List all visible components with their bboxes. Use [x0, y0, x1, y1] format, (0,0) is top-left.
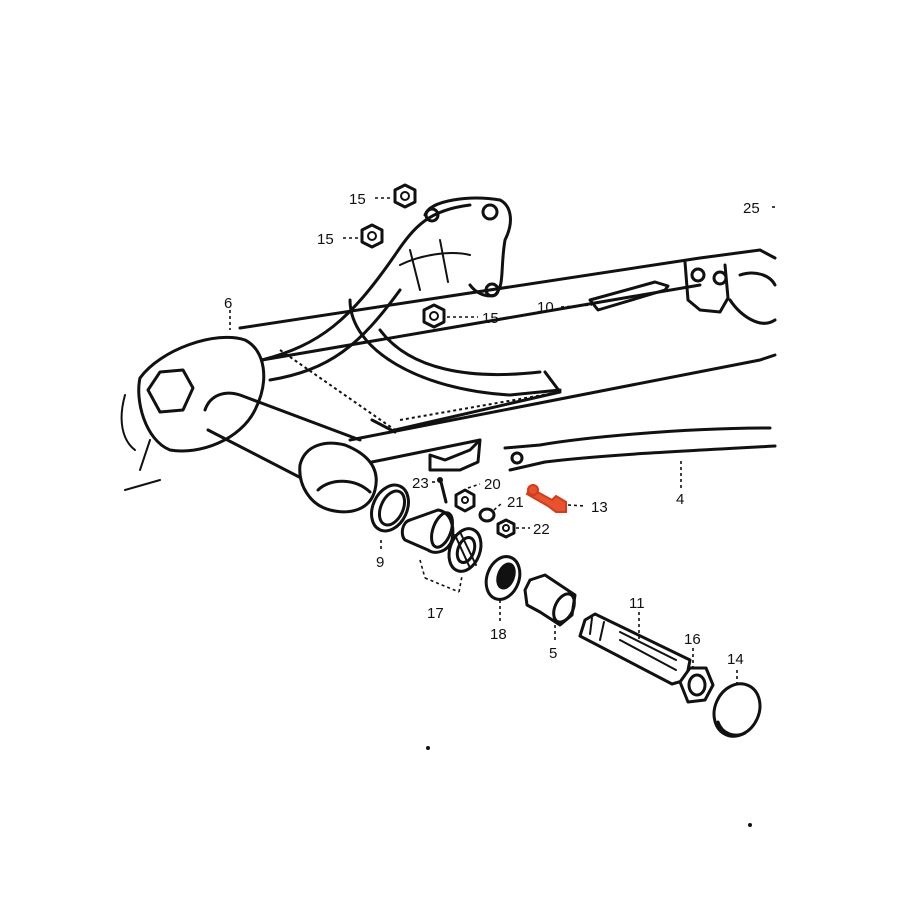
nut-part-16	[678, 666, 715, 704]
callout-10: 10	[537, 299, 554, 316]
cap-part-14	[712, 682, 762, 738]
callout-22: 22	[533, 521, 550, 538]
leader-lines	[229, 197, 776, 684]
callout-15-top: 15	[349, 191, 366, 208]
nut-15-middle	[360, 223, 384, 249]
callout-25: 25	[743, 200, 760, 217]
swingarm-part-6	[120, 196, 777, 514]
nut-part-20	[454, 488, 476, 513]
callout-17: 17	[427, 605, 444, 622]
nut-15-lower	[422, 303, 446, 329]
callout-11: 11	[629, 595, 645, 612]
rod-part-4	[503, 426, 777, 472]
callout-13: 13	[591, 499, 608, 516]
collar-part-5	[523, 573, 577, 627]
nut-part-22	[496, 518, 516, 539]
pin-head-part-23	[437, 477, 443, 483]
callout-5: 5	[549, 645, 557, 662]
callout-15-lower: 15	[482, 310, 499, 327]
scan-speck	[748, 823, 752, 827]
plate-part-10	[588, 280, 670, 312]
callout-18: 18	[490, 626, 507, 643]
callout-6: 6	[224, 295, 232, 312]
callout-4: 4	[676, 491, 684, 508]
seal-part-18	[484, 555, 522, 601]
callout-labels: 15 15 15 25 6 10 4 23 20 21 22 13 9 17 1…	[224, 191, 760, 668]
callout-9: 9	[376, 554, 384, 571]
pivot-bolt-part-11	[578, 612, 692, 686]
callout-20: 20	[484, 476, 501, 493]
seal-part-9	[370, 483, 410, 533]
pin-part-23	[439, 480, 448, 504]
nut-15-top	[393, 183, 417, 209]
callout-15-middle: 15	[317, 231, 334, 248]
bearing-part-17	[400, 508, 483, 573]
callout-16: 16	[684, 631, 701, 648]
bolt-part-13-highlighted	[525, 484, 567, 513]
callout-21: 21	[507, 494, 524, 511]
scan-speck	[426, 746, 430, 750]
callout-23: 23	[412, 475, 429, 492]
callout-14: 14	[727, 651, 744, 668]
washer-part-21	[478, 507, 496, 523]
